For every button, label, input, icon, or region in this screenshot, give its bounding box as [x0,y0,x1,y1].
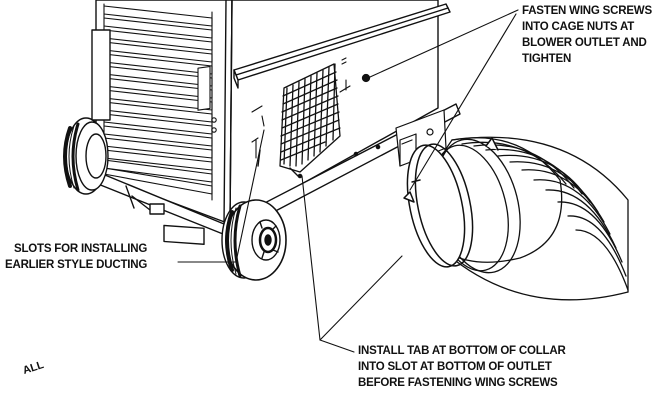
callout-line: INTO CAGE NUTS AT [522,21,635,33]
control-panel [197,57,351,159]
callout-line: BEFORE FASTENING WING SCREWS [358,377,558,389]
callout-install-tab: INSTALL TAB AT BOTTOM OF COLLAR INTO SLO… [358,343,566,391]
callout-line: SLOTS FOR INSTALLING [13,243,148,255]
top-rail [233,3,451,89]
callout-slots-earlier-ducting: SLOTS FOR INSTALLING EARLIER STYLE DUCTI… [5,241,147,273]
callout-line: EARLIER STYLE DUCTING [5,259,148,271]
callout-line: FASTEN WING SCREWS [522,5,652,17]
front-wheel [221,199,287,281]
callout-line: INTO SLOT AT BOTTOM OF OUTLET [358,361,552,373]
callout-fasten-wing-screws: FASTEN WING SCREWS INTO CAGE NUTS AT BLO… [522,3,652,67]
callout-line: TIGHTEN [522,53,572,65]
callout-line: INSTALL TAB AT BOTTOM OF COLLAR [358,345,566,357]
duct-collar [403,137,499,268]
left-wheel [63,29,111,195]
leader-lines [177,9,519,353]
callout-line: BLOWER OUTLET AND [522,37,647,49]
outlet-grille [279,63,371,173]
